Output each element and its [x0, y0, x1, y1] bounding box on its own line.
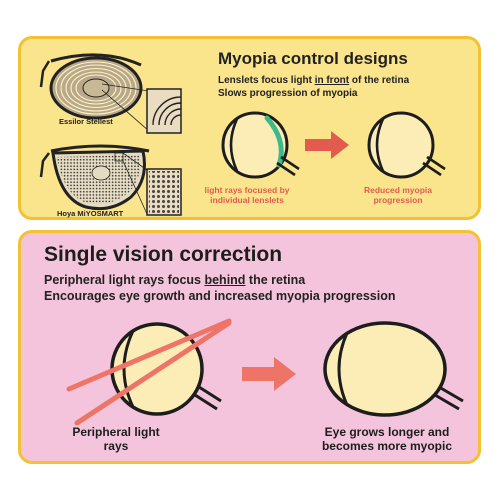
myopia-panel-title: Myopia control designs	[218, 49, 408, 68]
myopia-description-line2: Slows progression of myopia	[218, 88, 358, 99]
single-vision-line2: Encourages eye growth and increased myop…	[44, 289, 396, 303]
myopia-panel-description: Lenslets focus light in front of the ret…	[218, 74, 409, 100]
single-vision-title: Single vision correction	[44, 243, 283, 266]
single-vision-line1: Peripheral light rays focus behind the r…	[44, 273, 306, 287]
myopia-description-line1: Lenslets focus light in front of the ret…	[218, 75, 410, 86]
miyosmart-glasses-icon	[39, 144, 182, 216]
reduced-progression-caption: Reduced myopia progression	[363, 185, 433, 205]
myopia-control-panel: Myopia control designs Lenslets focus li…	[18, 36, 481, 220]
arrow-right-icon	[305, 131, 349, 159]
single-vision-description: Peripheral light rays focus behind the r…	[44, 272, 396, 304]
arrow-right-icon	[242, 357, 296, 391]
eye-growth-caption: Eye grows longer and becomes more myopic	[321, 425, 453, 453]
lenslet-focus-caption: light rays focused by individual lenslet…	[204, 185, 290, 205]
stellest-label: Essilor Stellest	[59, 117, 113, 126]
eye-reduced-progression-icon	[367, 111, 446, 179]
miyosmart-label: Hoya MiYOSMART	[57, 209, 124, 218]
peripheral-rays-caption: Peripheral light rays	[72, 425, 160, 453]
eye-peripheral-rays-icon	[66, 318, 232, 426]
stellest-glasses-icon	[39, 53, 182, 134]
eye-lenslet-focus-icon	[221, 111, 300, 179]
eye-elongated-icon	[323, 321, 464, 417]
single-vision-panel: Single vision correction Peripheral ligh…	[18, 230, 481, 464]
